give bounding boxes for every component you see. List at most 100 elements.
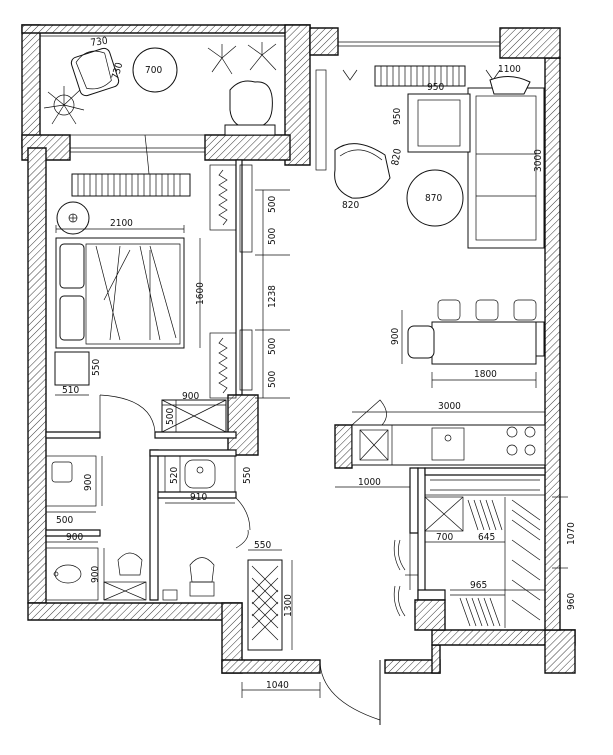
closet-wall-bottom [414,599,446,631]
bath-wall-top [149,449,237,457]
bedroom-bottom-wall [45,431,101,439]
dim-closet-c: 965 [470,580,487,591]
sofa-cushion [489,76,531,95]
bed [55,237,185,349]
dim-closet-h1: 1070 [566,522,577,545]
bottom-right-step [431,644,441,674]
dim-closet-h2: 960 [566,593,577,610]
dim-entry-w: 1040 [266,680,289,691]
dim-coffee-table: 870 [425,193,442,204]
dim-kitchen-length: 3000 [438,401,461,412]
dim-wc1-d: 900 [90,566,101,583]
bottom-right-corner [544,629,576,674]
bath-wall-left [149,449,159,601]
living-room [315,41,545,388]
balcony-floor [39,32,286,136]
laundry-wall [45,529,101,537]
bath-door-swing [235,497,251,531]
balcony-armchair [70,47,120,97]
wc-right [162,557,215,601]
closet [424,474,568,631]
dim-shower-w: 900 [182,391,199,402]
plant-icon [207,42,277,75]
bottom-left-wall [27,602,243,621]
stove [506,426,536,456]
dim-wardrobe-2: 500 [267,228,278,245]
kitchen [335,399,546,488]
dim-shower-d: 500 [165,408,176,425]
dim-bench-w: 550 [254,540,271,551]
top-right-wall [499,27,561,59]
entry-door-swing [319,659,381,721]
kitchen-counter [351,424,546,466]
bedroom-door-swing [99,394,156,433]
dim-sink-w: 520 [169,467,180,484]
closet-wall [417,467,426,601]
balcony-wall-top [21,24,311,34]
dim-bench-l: 1300 [283,594,294,617]
wardrobe-dims [255,189,290,399]
dim-nightstand-d: 550 [91,359,102,376]
dining-table [407,299,545,365]
living-chair [334,143,391,199]
dim-sofa-depth: 1100 [498,64,521,75]
dim-balcony-table: 700 [145,65,162,76]
plant-icon [43,86,85,125]
dimension-labels: 730 730 700 950 950 1100 3000 820 820 87… [56,36,577,691]
dim-wardrobe-3: 500 [267,338,278,355]
dim-wardrobe-1: 500 [267,196,278,213]
bedroom [54,164,253,433]
nightstand [54,351,90,386]
dim-laundry-d: 900 [83,474,94,491]
dim-armchair-balcony-w: 730 [90,36,109,49]
entry-wall-bottom-left [221,659,321,674]
dim-wardrobe-4: 500 [267,371,278,388]
right-exterior-wall [544,57,561,631]
bedroom-partition-bottom [227,394,259,456]
hall-cabinet-wall [409,467,419,534]
dim-laundry-w: 500 [56,515,73,526]
dim-chair-living-w: 820 [342,200,359,211]
kitchen-door-swing [351,399,387,426]
coffee-table [406,169,464,227]
balcony-table [132,47,178,93]
dim-chair-living-d: 820 [390,147,404,166]
bedroom-wall-top-right [204,134,291,161]
balcony [39,32,286,191]
hall-doors [393,533,418,617]
dim-sofa-length: 3000 [533,149,544,172]
dim-hall-cab-d: 1000 [358,477,381,488]
kitchen-sink [431,427,465,461]
closet-wall-2 [417,589,446,601]
dim-dining-length: 1800 [474,369,497,380]
bedroom-partition [235,159,243,396]
floor-lamp [56,201,90,235]
balcony-wall-left [21,24,41,149]
kitchen-wall-left [334,424,353,469]
radiator-living [374,65,466,87]
left-exterior-wall [27,147,47,604]
balcony-planter [224,124,276,136]
dim-closet-b: 645 [478,532,495,543]
dim-dining-depth: 900 [390,328,401,345]
dim-armchair-living-d: 950 [392,108,403,125]
wardrobe-bottom [209,332,237,399]
dim-bed-length: 1600 [195,282,206,305]
wardrobe-top [209,164,237,231]
entry-bench [247,559,283,651]
dim-sink-d: 550 [242,467,253,484]
top-wall-mid [309,27,339,56]
dim-wall-span: 1238 [267,285,278,308]
closet-top [424,467,546,476]
dim-armchair-living-w: 950 [427,82,444,93]
wc-left [45,541,147,601]
sofa [467,87,545,249]
radiator [71,173,191,197]
laundry [45,455,103,513]
bathroom-sink [164,455,236,504]
dim-wc1-w: 900 [66,532,83,543]
dim-bath-vanity-w: 910 [190,492,207,503]
dim-bed-width: 2100 [110,218,133,229]
dim-nightstand-w: 510 [62,385,79,396]
